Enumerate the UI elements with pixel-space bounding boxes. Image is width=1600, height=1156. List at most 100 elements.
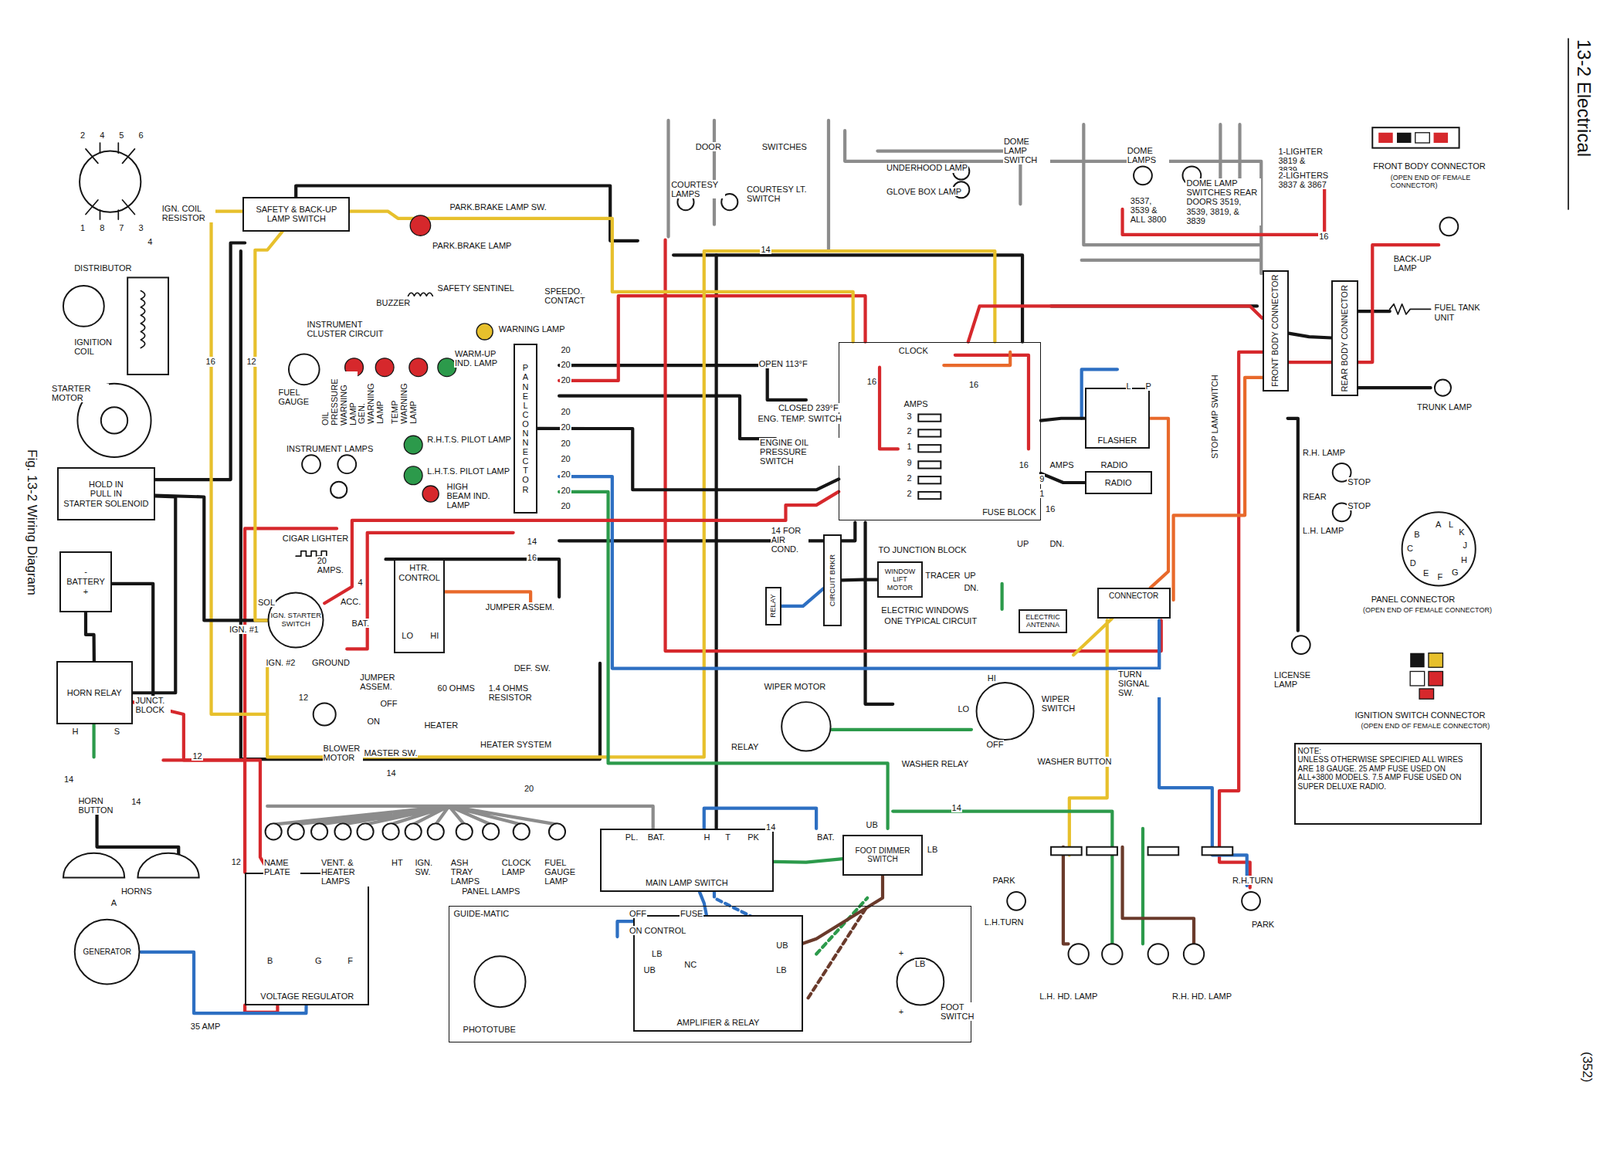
component-symbol bbox=[79, 151, 141, 213]
part-label: (OPEN END OF FEMALE CONNECTOR) bbox=[1389, 174, 1474, 190]
circuit-breaker: CIRCUIT BRKR bbox=[823, 534, 842, 627]
part-label: WASHER BUTTON bbox=[1037, 756, 1113, 767]
circle-shape bbox=[268, 593, 324, 648]
part-label: HT bbox=[390, 857, 404, 868]
part-label: G bbox=[1450, 567, 1460, 577]
wire bbox=[559, 396, 776, 439]
component-symbol bbox=[101, 406, 128, 434]
component-symbol bbox=[918, 461, 941, 468]
part-label: HI bbox=[429, 630, 440, 641]
fuse-block: FUSE BLOCK bbox=[838, 342, 1041, 521]
wire bbox=[559, 491, 888, 829]
part-label: H bbox=[702, 832, 711, 842]
part-label: INSTRUMENT CLUSTER CIRCUIT bbox=[305, 319, 402, 339]
part-label: AMPS bbox=[902, 399, 929, 409]
component-symbol bbox=[1415, 132, 1430, 143]
wire bbox=[267, 806, 653, 829]
wire-connector bbox=[1149, 418, 1169, 588]
part-label: 3537, 3539 & ALL 3800 bbox=[1129, 196, 1173, 224]
part-label: PARK.BRAKE LAMP bbox=[431, 240, 513, 251]
wire bbox=[808, 905, 868, 998]
part-label: DOME LAMPS bbox=[1126, 145, 1170, 165]
component-symbol bbox=[781, 701, 831, 751]
part-label: OFF bbox=[379, 698, 399, 709]
node-text: ELECTRIC ANTENNA bbox=[1022, 613, 1064, 630]
component-symbol bbox=[1372, 127, 1459, 148]
flasher: FLASHER bbox=[1084, 387, 1151, 449]
part-label: IGN. SW. bbox=[413, 857, 442, 877]
part-label: 12 bbox=[245, 356, 257, 367]
part-label: DN. bbox=[962, 583, 980, 593]
wire bbox=[559, 522, 855, 542]
part-label: COURTESY LAMPS bbox=[670, 179, 726, 199]
wire-connector bbox=[1040, 418, 1085, 421]
wire-connector bbox=[1288, 333, 1333, 339]
node-text: HTR. CONTROL bbox=[397, 562, 441, 583]
node-text: STARTER SOLENOID bbox=[63, 498, 149, 509]
part-label: H bbox=[71, 726, 79, 736]
foot-dimmer-switch: FOOT DIMMER SWITCH bbox=[842, 834, 923, 876]
component-symbol bbox=[403, 466, 423, 485]
part-label: 14 bbox=[385, 768, 397, 778]
part-label: LB bbox=[914, 959, 926, 969]
part-label: TRUNK LAMP bbox=[1416, 402, 1473, 412]
ignition-switch: IGN. STARTER SWITCH bbox=[267, 591, 325, 649]
part-label: 16 bbox=[526, 552, 538, 563]
component-symbol bbox=[383, 823, 400, 840]
part-label: IGN. #1 bbox=[228, 624, 260, 634]
figure-caption: Fig. 13-2 Wiring Diagram bbox=[24, 448, 40, 597]
node-text: FOOT DIMMER SWITCH bbox=[846, 846, 919, 865]
wire-connector bbox=[803, 875, 883, 944]
panel-connector: PANEL CONNECTOR bbox=[513, 343, 539, 513]
part-label: MASTER SW. bbox=[362, 748, 418, 758]
node-text: GENERATOR bbox=[83, 947, 132, 957]
voltage-regulator: VOLTAGE REGULATOR bbox=[244, 872, 370, 1006]
part-label: NAME PLATE bbox=[263, 857, 301, 877]
part-label: BUZZER bbox=[375, 298, 411, 308]
part-label: UNDERHOOD LAMP bbox=[885, 162, 969, 173]
guide-matic-region: GUIDE-MATICAMPLIFIER & RELAY bbox=[448, 905, 972, 1043]
part-label: PANEL LAMPS bbox=[461, 886, 521, 896]
part-label: PARK bbox=[991, 875, 1016, 885]
part-label: 20 bbox=[559, 454, 571, 464]
component-symbol bbox=[1291, 635, 1311, 655]
component-symbol bbox=[1068, 943, 1089, 964]
window-lift-motor: WINDOW LIFT MOTOR bbox=[877, 561, 923, 599]
part-label: WARM-UP IND. LAMP bbox=[454, 349, 499, 368]
part-label: DOOR bbox=[694, 142, 723, 152]
part-label: 2 bbox=[905, 473, 912, 483]
wire bbox=[673, 254, 1023, 342]
wire bbox=[1567, 38, 1570, 210]
wire bbox=[879, 355, 1029, 450]
part-label: HI bbox=[986, 673, 997, 683]
part-label: CIGAR LIGHTER bbox=[281, 533, 350, 543]
part-label: ENGINE OIL PRESSURE SWITCH bbox=[759, 437, 841, 466]
component-symbol bbox=[422, 485, 439, 502]
part-label: 14 FOR AIR COND. bbox=[770, 525, 810, 554]
node-text: RELAY bbox=[769, 594, 778, 618]
part-label: 9 bbox=[905, 457, 912, 468]
part-label: FUEL GAUGE LAMP bbox=[543, 857, 581, 886]
component-symbol bbox=[1396, 132, 1411, 143]
part-label: PARK.BRAKE LAMP SW. bbox=[448, 202, 548, 212]
part-label: 2 bbox=[905, 488, 912, 499]
component-symbol bbox=[1433, 132, 1448, 143]
part-label: L.H. LAMP bbox=[1301, 525, 1345, 536]
part-label: 14 bbox=[63, 774, 75, 784]
part-label: 2-LIGHTERS 3837 & 3867 bbox=[1277, 170, 1330, 190]
component-symbol bbox=[409, 358, 428, 377]
part-label: 14 bbox=[765, 822, 777, 832]
component-symbol bbox=[301, 454, 321, 474]
part-label: OFF bbox=[985, 739, 1004, 750]
part-label: + bbox=[898, 1006, 905, 1017]
component-symbol bbox=[1148, 847, 1180, 856]
wire bbox=[267, 250, 995, 757]
node-text: FUSE BLOCK bbox=[980, 507, 1038, 518]
wire bbox=[1063, 847, 1194, 945]
component-symbol bbox=[311, 823, 328, 840]
part-label: PANEL CONNECTOR bbox=[1370, 594, 1457, 604]
component-symbol bbox=[63, 853, 125, 878]
part-label: ELECTRIC WINDOWS bbox=[880, 605, 970, 615]
part-label: JUMPER ASSEM. bbox=[484, 602, 556, 612]
component-symbol bbox=[288, 354, 320, 386]
